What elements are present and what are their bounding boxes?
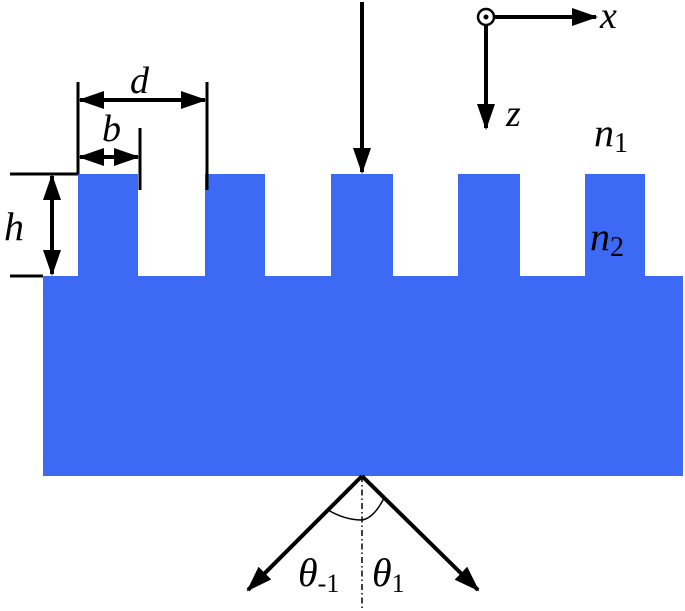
medium-2-symbol: n: [590, 214, 610, 259]
coordinate-axes: x z: [476, 0, 617, 135]
grating-structure: [43, 174, 683, 476]
substrate-block: [43, 276, 683, 476]
angle-minus-1-label: θ-1: [298, 550, 339, 598]
angle-minus-1-symbol: θ: [298, 550, 318, 595]
grating-ridge: [205, 174, 265, 278]
angle-plus-1-index: 1: [392, 569, 405, 598]
diffracted-beams: θ-1 θ1: [246, 474, 480, 611]
out-of-plane-dot-icon: [483, 14, 489, 20]
medium-1-label: n1: [594, 110, 628, 159]
period-label: d: [130, 60, 150, 102]
grating-ridge: [78, 174, 138, 278]
diffracted-beam-minus-1-arrow: [246, 474, 364, 592]
ridge-width-dimension: b: [78, 108, 142, 190]
grating-ridge: [585, 174, 645, 278]
angle-plus-1-label: θ1: [372, 550, 405, 598]
medium-1-symbol: n: [594, 110, 614, 155]
ridge-width-label: b: [102, 108, 121, 150]
medium-2-label: n2: [590, 214, 624, 263]
z-axis-label: z: [505, 93, 521, 135]
medium-2-index: 2: [610, 232, 624, 263]
period-dimension: d: [76, 60, 209, 190]
diffracted-beam-plus-1-arrow: [360, 474, 480, 592]
x-axis-label: x: [599, 0, 617, 37]
angle-minus-1-index: -1: [318, 569, 340, 598]
groove-depth-label: h: [4, 204, 24, 249]
medium-1-index: 1: [614, 128, 628, 159]
grating-ridge: [331, 174, 393, 278]
angle-arc-minus-1: [327, 509, 363, 521]
groove-depth-dimension: h: [4, 172, 78, 278]
angle-arc-plus-1: [361, 497, 385, 521]
angle-plus-1-symbol: θ: [372, 550, 392, 595]
grating-ridge: [458, 174, 520, 278]
